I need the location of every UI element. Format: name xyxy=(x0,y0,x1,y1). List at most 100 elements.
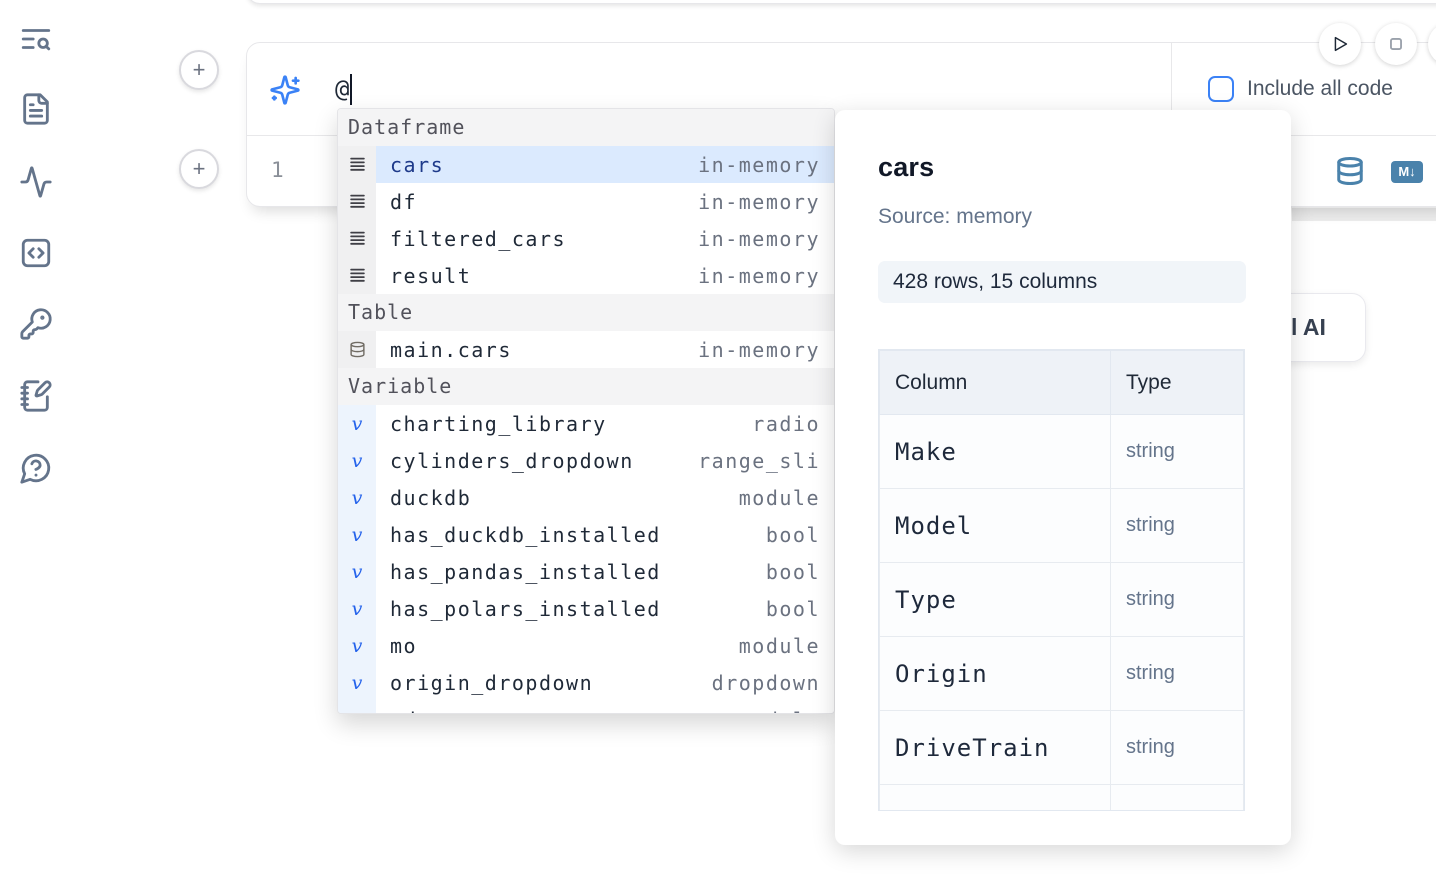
item-type: module xyxy=(739,708,820,714)
autocomplete-item[interactable]: main.cars in-memory xyxy=(338,331,834,368)
rows-icon xyxy=(338,146,376,183)
previous-cell-card xyxy=(246,0,1436,4)
shape-badge: 428 rows, 15 columns xyxy=(878,261,1246,303)
autocomplete-item[interactable]: v cylinders_dropdown range_sli xyxy=(338,442,834,479)
rows-icon xyxy=(338,220,376,257)
item-type: bool xyxy=(765,522,820,547)
variable-icon: v xyxy=(338,405,376,442)
item-type: in-memory xyxy=(698,189,820,214)
variable-icon: v xyxy=(338,479,376,516)
schema-col-header: Column xyxy=(879,350,1111,415)
sparkles-icon xyxy=(269,74,301,106)
column-type: string xyxy=(1110,710,1244,785)
ai-action-label: l AI xyxy=(1291,314,1326,340)
ai-prompt-row: @ Include all code xyxy=(247,43,1436,135)
item-name: pd xyxy=(390,708,417,714)
notebook-pen-icon[interactable] xyxy=(19,379,55,415)
variable-icon: v xyxy=(338,516,376,553)
text-search-icon[interactable] xyxy=(19,22,55,58)
file-text-icon[interactable] xyxy=(19,92,55,128)
ai-prompt-input[interactable]: @ xyxy=(335,71,353,107)
text-caret xyxy=(350,73,353,105)
add-cell-below-button[interactable]: + xyxy=(179,149,219,189)
variable-icon: v xyxy=(338,701,376,713)
item-name: cars xyxy=(390,152,445,177)
column-type: string xyxy=(1110,414,1244,489)
stop-cell-button[interactable] xyxy=(1375,23,1417,65)
autocomplete-item[interactable]: df in-memory xyxy=(338,183,834,220)
preview-title: cars xyxy=(878,152,935,182)
help-chat-icon[interactable] xyxy=(19,451,55,487)
autocomplete-item[interactable]: v has_duckdb_installed bool xyxy=(338,516,834,553)
line-number: 1 xyxy=(271,158,284,182)
column-type: string xyxy=(1110,636,1244,711)
column-type: string xyxy=(1110,562,1244,637)
item-name: has_polars_installed xyxy=(390,596,661,621)
stop-icon xyxy=(1390,38,1402,50)
run-cell-button[interactable] xyxy=(1319,23,1361,65)
autocomplete-item[interactable]: v pd module xyxy=(338,701,834,714)
variable-icon: v xyxy=(338,553,376,590)
column-name: DriveTrain xyxy=(879,710,1111,785)
column-name: Type xyxy=(879,562,1111,637)
item-name: df xyxy=(390,189,418,214)
rows-icon xyxy=(338,183,376,220)
dataframe-preview-panel: cars Source: memory 428 rows, 15 columns… xyxy=(835,110,1291,845)
item-name: main.cars xyxy=(390,337,512,362)
item-type: module xyxy=(738,485,820,510)
item-type: dropdown xyxy=(711,670,820,695)
autocomplete-section-header: Dataframe xyxy=(338,109,834,146)
item-name: charting_library xyxy=(390,411,607,436)
add-cell-above-button[interactable]: + xyxy=(179,50,219,90)
item-type: in-memory xyxy=(698,263,820,288)
variable-icon: v xyxy=(338,442,376,479)
item-type: range_sli xyxy=(698,448,820,473)
item-name: duckdb xyxy=(390,485,472,510)
autocomplete-item[interactable]: v has_polars_installed bool xyxy=(338,590,834,627)
item-type: bool xyxy=(765,596,820,621)
database-icon[interactable] xyxy=(1335,156,1365,191)
column-name: Model xyxy=(879,488,1111,563)
play-icon xyxy=(1334,36,1348,52)
code-square-icon[interactable] xyxy=(19,236,55,272)
database-icon xyxy=(338,331,376,368)
rows-icon xyxy=(338,257,376,294)
item-name: has_duckdb_installed xyxy=(390,522,661,547)
schema-col-header: Type xyxy=(1110,350,1244,415)
preview-source: Source: memory xyxy=(878,205,1033,228)
include-all-code-label: Include all code xyxy=(1247,77,1393,100)
item-name: result xyxy=(390,263,472,288)
activity-icon[interactable] xyxy=(19,165,55,201)
markdown-icon[interactable]: M↓ xyxy=(1391,161,1423,183)
variable-icon: v xyxy=(338,590,376,627)
column-type: string xyxy=(1110,488,1244,563)
autocomplete-item[interactable]: result in-memory xyxy=(338,257,834,294)
include-all-code-checkbox[interactable] xyxy=(1208,76,1234,102)
cell-output-strip xyxy=(1292,208,1436,221)
extra-round-button[interactable] xyxy=(1428,23,1436,65)
item-name: has_pandas_installed xyxy=(390,559,661,584)
variable-icon: v xyxy=(338,627,376,664)
key-icon[interactable] xyxy=(19,307,55,343)
item-name: cylinders_dropdown xyxy=(390,448,634,473)
variable-icon: v xyxy=(338,664,376,701)
item-type: in-memory xyxy=(698,337,820,362)
column-name: Make xyxy=(879,414,1111,489)
